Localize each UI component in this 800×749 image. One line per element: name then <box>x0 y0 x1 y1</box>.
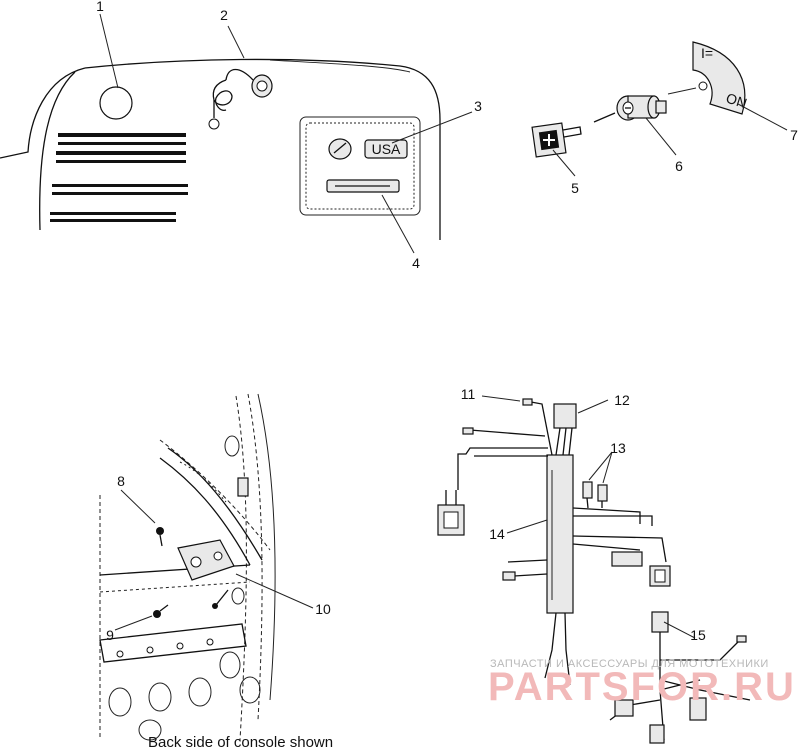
ignition-key <box>531 122 582 158</box>
watermark-logo: PARTSFOR.RU <box>488 665 796 709</box>
callout-14: 14 <box>489 526 505 542</box>
callouts: 1 2 3 4 5 6 7 8 9 10 11 12 13 14 15 <box>96 0 798 643</box>
usa-decal-text: USA <box>372 141 401 157</box>
callout-3: 3 <box>474 98 482 114</box>
watermark-tagline: ЗАПЧАСТИ И АКСЕССУАРЫ ДЛЯ МОТОТЕХНИКИ <box>490 658 769 670</box>
switch-plate: ON I= <box>667 41 749 115</box>
tether-cord <box>208 68 273 130</box>
ignition-switch <box>593 95 667 123</box>
callout-7: 7 <box>790 127 798 143</box>
callout-11: 11 <box>461 386 476 402</box>
console-back <box>99 393 276 741</box>
callout-12: 12 <box>614 392 630 408</box>
switch-plate-off: I= <box>701 45 713 61</box>
switch-plate-on: ON <box>724 90 749 112</box>
callout-4: 4 <box>412 255 420 271</box>
callout-5: 5 <box>571 180 579 196</box>
callout-13: 13 <box>610 440 626 456</box>
callout-8: 8 <box>117 473 125 489</box>
callout-10: 10 <box>315 601 331 617</box>
callout-6: 6 <box>675 158 683 174</box>
callout-1: 1 <box>96 0 104 14</box>
dash-plate: USA <box>299 116 421 216</box>
watermark: ЗАПЧАСТИ И АКСЕССУАРЫ ДЛЯ МОТОТЕХНИКИ PA… <box>488 658 796 709</box>
figure-caption: Back side of console shown <box>148 734 333 749</box>
hood-emblem <box>99 86 133 120</box>
hood-stripes <box>50 133 188 222</box>
leader-lines <box>99 13 788 639</box>
plate-holes <box>116 638 214 658</box>
screw-8 <box>156 527 164 547</box>
usa-decal <box>364 139 408 159</box>
screw-9 <box>153 604 169 618</box>
callout-9: 9 <box>106 627 114 643</box>
wiring-harness <box>437 398 751 744</box>
callout-15: 15 <box>690 627 706 643</box>
callout-2: 2 <box>220 7 228 23</box>
hood-panel <box>0 58 441 240</box>
